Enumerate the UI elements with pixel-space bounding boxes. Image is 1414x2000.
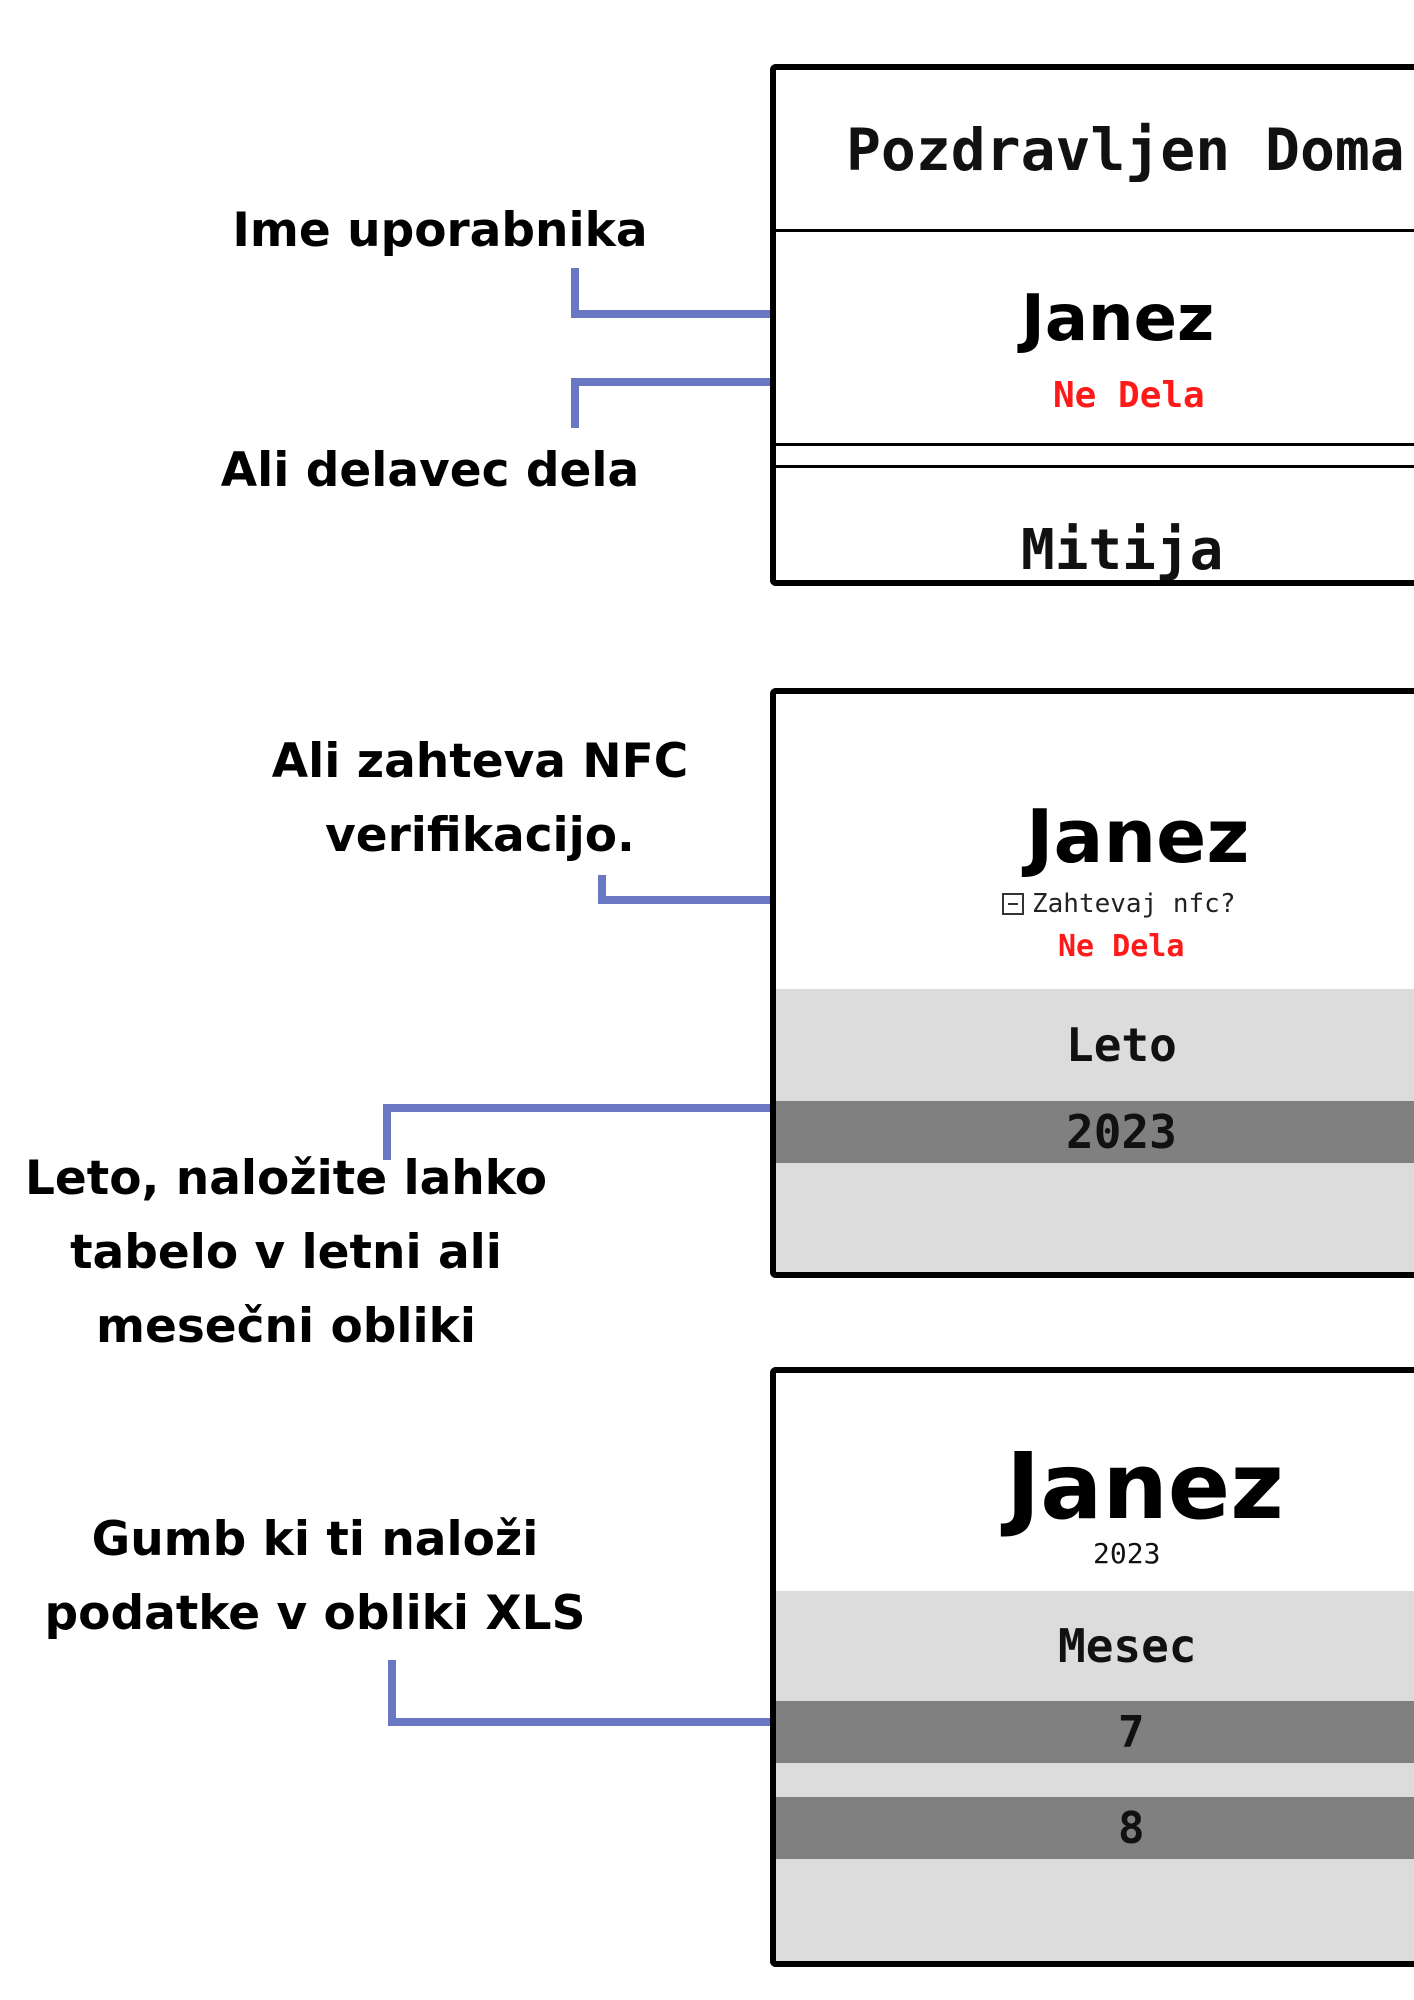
user-detail-screen: Janez Zahtevaj nfc? Ne Dela Leto 2023 (770, 688, 1414, 1278)
nfc-toggle[interactable]: Zahtevaj nfc? (1002, 889, 1236, 919)
annotation-year: Leto, naložite lahko tabelo v letni ali … (24, 1151, 548, 1354)
user-year-header: Janez 2023 (776, 1373, 1414, 1591)
user-list-screen: Pozdravljen Doma Janez Ne Dela Mitija (770, 64, 1414, 586)
annotation-working-status: Ali delavec dela (220, 443, 640, 498)
user-card-mitija[interactable]: Mitija (776, 468, 1414, 583)
user-year-screen: Janez 2023 Mesec 7 8 (770, 1367, 1414, 1967)
selected-year: 2023 (1093, 1537, 1161, 1570)
empty-area (776, 1859, 1414, 1961)
work-status: Ne Dela (1053, 375, 1205, 416)
annotation-username: Ime uporabnika (232, 203, 648, 258)
month-row[interactable]: 8 (776, 1797, 1414, 1859)
month-column-header: Mesec (776, 1591, 1414, 1701)
user-detail-header: Janez Zahtevaj nfc? Ne Dela (776, 694, 1414, 989)
nfc-label: Zahtevaj nfc? (1032, 889, 1236, 919)
user-name: Janez (1021, 282, 1215, 356)
user-name: Janez (1006, 1433, 1284, 1540)
empty-area (776, 1163, 1414, 1272)
work-status: Ne Dela (1058, 929, 1185, 964)
row-gap (776, 1763, 1414, 1797)
nfc-checkbox[interactable] (1002, 893, 1024, 915)
year-row[interactable]: 2023 (776, 1101, 1414, 1163)
annotation-xls-button: Gumb ki ti naloži podatke v obliki XLS (44, 1512, 586, 1641)
connector-xls (388, 1660, 808, 1726)
divider (776, 446, 1414, 468)
year-column-header: Leto (776, 989, 1414, 1101)
user-name: Mitija (1021, 518, 1224, 583)
month-row[interactable]: 7 (776, 1701, 1414, 1763)
user-card-janez[interactable]: Janez Ne Dela (776, 232, 1414, 446)
greeting-header: Pozdravljen Doma (776, 70, 1414, 232)
annotation-nfc: Ali zahteva NFC verifikacijo. (271, 734, 689, 863)
user-name: Janez (1026, 794, 1250, 880)
